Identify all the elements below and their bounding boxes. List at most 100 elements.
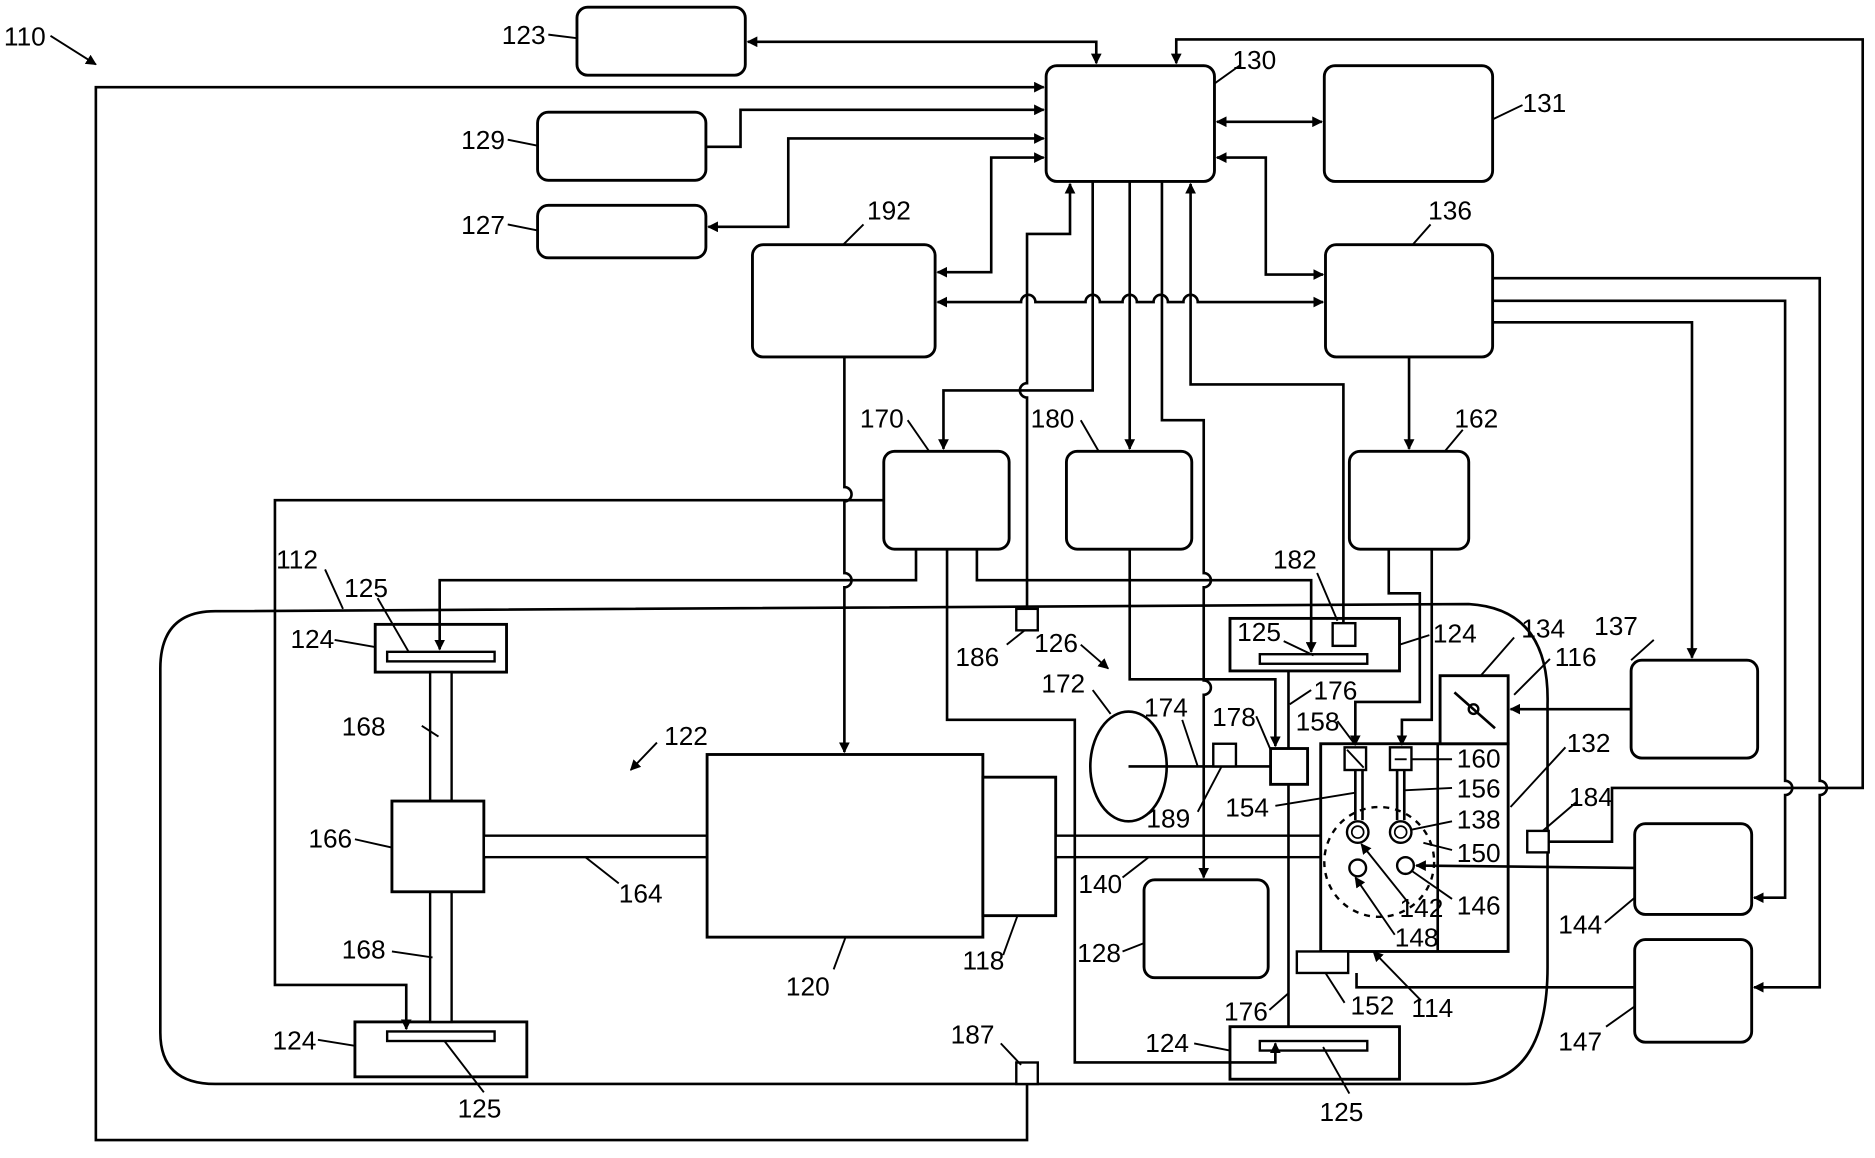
leader-124d — [1194, 1043, 1230, 1050]
leader-110 — [50, 36, 95, 65]
leader-124b — [318, 1040, 355, 1046]
line-129-130 — [706, 110, 1044, 147]
label-178: 178 — [1212, 702, 1256, 732]
valve-138 — [1390, 821, 1411, 842]
label-130: 130 — [1232, 45, 1276, 75]
label-142: 142 — [1400, 893, 1444, 923]
label-150: 150 — [1457, 838, 1501, 868]
label-147: 147 — [1558, 1027, 1602, 1057]
label-116: 116 — [1555, 642, 1597, 672]
leader-166 — [355, 839, 392, 847]
axle-168-upper — [430, 672, 451, 801]
leader-126 — [1081, 645, 1108, 669]
label-123: 123 — [502, 20, 546, 50]
wheel-124-rear-left — [355, 1022, 527, 1077]
label-172: 172 — [1041, 668, 1085, 698]
label-187: 187 — [951, 1019, 995, 1049]
leader-186 — [1007, 630, 1025, 644]
label-124c: 124 — [1433, 618, 1477, 648]
leader-137 — [1631, 640, 1654, 660]
label-132: 132 — [1567, 728, 1611, 758]
label-162: 162 — [1454, 403, 1498, 433]
label-114: 114 — [1411, 993, 1453, 1023]
transmission-118 — [983, 777, 1056, 915]
label-137: 137 — [1594, 611, 1638, 641]
label-180: 180 — [1031, 403, 1075, 433]
leader-147 — [1606, 1006, 1635, 1026]
block-137 — [1631, 660, 1758, 758]
leader-158 — [1337, 721, 1355, 745]
sensor-184 — [1527, 831, 1548, 852]
leader-178 — [1256, 716, 1270, 749]
sensor-152 — [1297, 951, 1348, 972]
leader-131 — [1493, 105, 1523, 119]
block-162 — [1349, 451, 1468, 549]
wheel-124-rear-right — [1230, 1027, 1400, 1080]
leader-176b — [1269, 993, 1288, 1010]
block-192 — [752, 245, 935, 357]
label-127: 127 — [461, 210, 505, 240]
label-125c: 125 — [1237, 617, 1281, 647]
label-152: 152 — [1351, 991, 1395, 1021]
label-144: 144 — [1558, 910, 1602, 940]
label-122: 122 — [664, 721, 708, 751]
leader-170 — [908, 420, 929, 451]
leader-120 — [834, 937, 846, 969]
port-148 — [1349, 860, 1366, 877]
label-131: 131 — [1522, 88, 1566, 118]
leader-124c — [1400, 635, 1430, 645]
leader-116 — [1514, 659, 1550, 695]
axle-168-lower — [430, 892, 451, 1022]
controller-130 — [1046, 66, 1214, 182]
leader-134 — [1481, 637, 1514, 675]
leader-132 — [1511, 747, 1566, 807]
label-168a: 168 — [342, 711, 386, 741]
leader-164 — [585, 857, 618, 883]
label-125d: 125 — [1320, 1097, 1364, 1127]
leader-112 — [325, 569, 343, 608]
actuator-154 — [1271, 749, 1308, 785]
engine-120 — [707, 754, 983, 937]
label-136: 136 — [1428, 196, 1472, 226]
brake-125-front-left — [387, 652, 494, 662]
leader-118 — [1003, 916, 1017, 955]
label-170: 170 — [860, 403, 904, 433]
leader-128 — [1123, 943, 1144, 951]
block-147 — [1635, 940, 1752, 1043]
leader-144 — [1605, 898, 1635, 923]
leader-136 — [1413, 224, 1431, 244]
label-158: 158 — [1296, 707, 1340, 737]
sensor-182 — [1333, 623, 1356, 646]
line-184-130 — [1176, 39, 1862, 841]
leader-176a — [1290, 690, 1311, 704]
valve-142 — [1347, 821, 1368, 842]
label-124d: 124 — [1145, 1028, 1189, 1058]
line-162-160 — [1402, 549, 1432, 745]
label-125b: 125 — [458, 1093, 502, 1123]
label-126: 126 — [1034, 628, 1078, 658]
leader-189 — [1198, 766, 1222, 811]
label-134: 134 — [1521, 613, 1565, 643]
label-182: 182 — [1273, 544, 1317, 574]
leader-172 — [1093, 690, 1111, 714]
block-170 — [884, 451, 1009, 549]
label-176b: 176 — [1224, 997, 1268, 1027]
leader-182 — [1317, 573, 1337, 621]
shaft-140 — [1056, 836, 1321, 857]
driveshaft-164 — [484, 836, 707, 857]
leader-122 — [631, 743, 657, 770]
block-129 — [538, 112, 706, 180]
line-130-136 — [1217, 158, 1323, 275]
label-140: 140 — [1078, 869, 1122, 899]
block-127 — [538, 205, 706, 258]
brake-125-rear-left — [387, 1031, 494, 1041]
leader-192 — [843, 224, 863, 244]
leader-129 — [508, 140, 538, 146]
differential-166 — [392, 801, 484, 892]
block-144 — [1635, 824, 1752, 915]
block-180 — [1066, 451, 1191, 549]
label-160: 160 — [1457, 744, 1501, 774]
label-148: 148 — [1395, 923, 1439, 953]
label-168b: 168 — [342, 935, 386, 965]
block-123 — [577, 7, 745, 75]
